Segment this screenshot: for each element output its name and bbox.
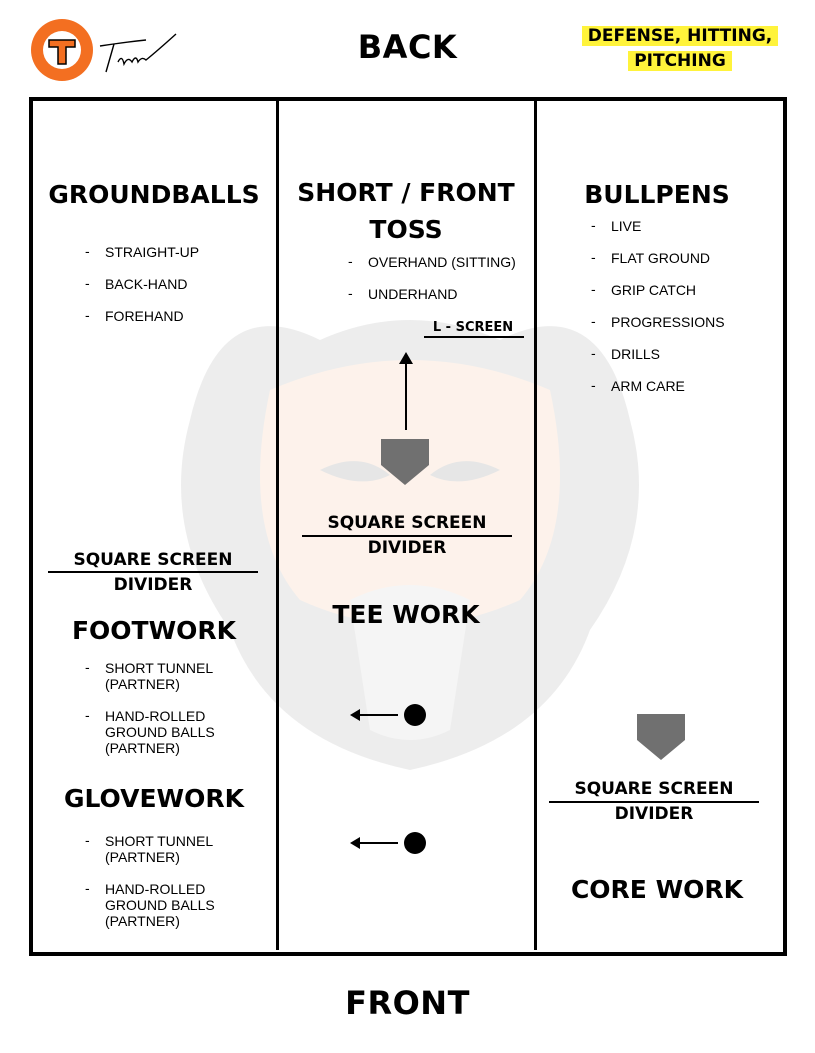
- list-item: OVERHAND (SITTING): [346, 253, 532, 270]
- tag-line-1: DEFENSE, HITTING,: [581, 26, 779, 46]
- toss-list: OVERHAND (SITTING) UNDERHAND: [346, 253, 532, 302]
- square-screen-divider-col2: SQUARE SCREEN DIVIDER: [302, 511, 512, 561]
- list-item: FOREHAND: [83, 307, 273, 324]
- divider-line2: DIVIDER: [113, 575, 193, 595]
- list-item: STRAIGHT-UP: [83, 243, 273, 260]
- list-item: ARM CARE: [589, 377, 775, 394]
- list-item: DRILLS: [589, 345, 775, 362]
- tag-line-2: PITCHING: [628, 51, 732, 71]
- tee-work-title: TEE WORK: [332, 600, 480, 629]
- divider-rule: [48, 571, 258, 573]
- tigers-script-signature: [99, 33, 177, 73]
- divider-line2: DIVIDER: [614, 804, 694, 824]
- groundballs-list: STRAIGHT-UP BACK-HAND FOREHAND: [83, 243, 273, 324]
- front-label: FRONT: [345, 984, 470, 1022]
- square-screen-divider-col3: SQUARE SCREEN DIVIDER: [549, 777, 759, 827]
- home-plate-icon: [381, 439, 429, 485]
- toss-title-line2: TOSS: [369, 215, 443, 244]
- footwork-title: FOOTWORK: [71, 616, 237, 645]
- tigers-logo: [31, 19, 93, 81]
- list-item: GRIP CATCH: [589, 281, 775, 298]
- tiger-watermark: [181, 320, 639, 770]
- core-work-title: CORE WORK: [570, 875, 744, 904]
- glovework-list: SHORT TUNNEL(PARTNER) HAND-ROLLEDGROUND …: [83, 832, 273, 929]
- column-divider-2: [534, 99, 537, 950]
- divider-rule: [549, 801, 759, 803]
- list-item: FLAT GROUND: [589, 249, 775, 266]
- back-label: BACK: [357, 28, 458, 66]
- list-item: LIVE: [589, 217, 775, 234]
- bullpens-title: BULLPENS: [584, 180, 730, 209]
- footwork-list: SHORT TUNNEL(PARTNER) HAND-ROLLEDGROUND …: [83, 659, 273, 756]
- square-screen-divider-col1: SQUARE SCREEN DIVIDER: [48, 548, 258, 598]
- divider-line1: SQUARE SCREEN: [73, 550, 233, 570]
- glovework-title: GLOVEWORK: [63, 784, 245, 813]
- list-item: BACK-HAND: [83, 275, 273, 292]
- toss-title: SHORT / FRONT TOSS: [280, 174, 532, 248]
- list-item: SHORT TUNNEL(PARTNER): [83, 659, 273, 692]
- l-screen-rule: [424, 336, 524, 338]
- list-item: UNDERHAND: [346, 285, 532, 302]
- tee-station-2-icon: [350, 832, 426, 854]
- divider-line1: SQUARE SCREEN: [327, 513, 487, 533]
- divider-line1: SQUARE SCREEN: [574, 779, 734, 799]
- session-tag: DEFENSE, HITTING, PITCHING: [560, 24, 800, 74]
- toss-title-line1: SHORT / FRONT: [297, 178, 515, 207]
- up-arrow-icon: [399, 352, 413, 430]
- bullpens-list: LIVE FLAT GROUND GRIP CATCH PROGRESSIONS…: [589, 217, 775, 394]
- divider-line2: DIVIDER: [367, 538, 447, 558]
- column-divider-1: [276, 99, 279, 950]
- list-item: PROGRESSIONS: [589, 313, 775, 330]
- home-plate-bullpen-icon: [637, 714, 685, 760]
- groundballs-title: GROUNDBALLS: [48, 180, 260, 209]
- list-item: SHORT TUNNEL(PARTNER): [83, 832, 273, 865]
- l-screen-label: L - SCREEN: [432, 320, 514, 335]
- tee-station-1-icon: [350, 704, 426, 726]
- field-frame: [29, 97, 787, 956]
- divider-rule: [302, 535, 512, 537]
